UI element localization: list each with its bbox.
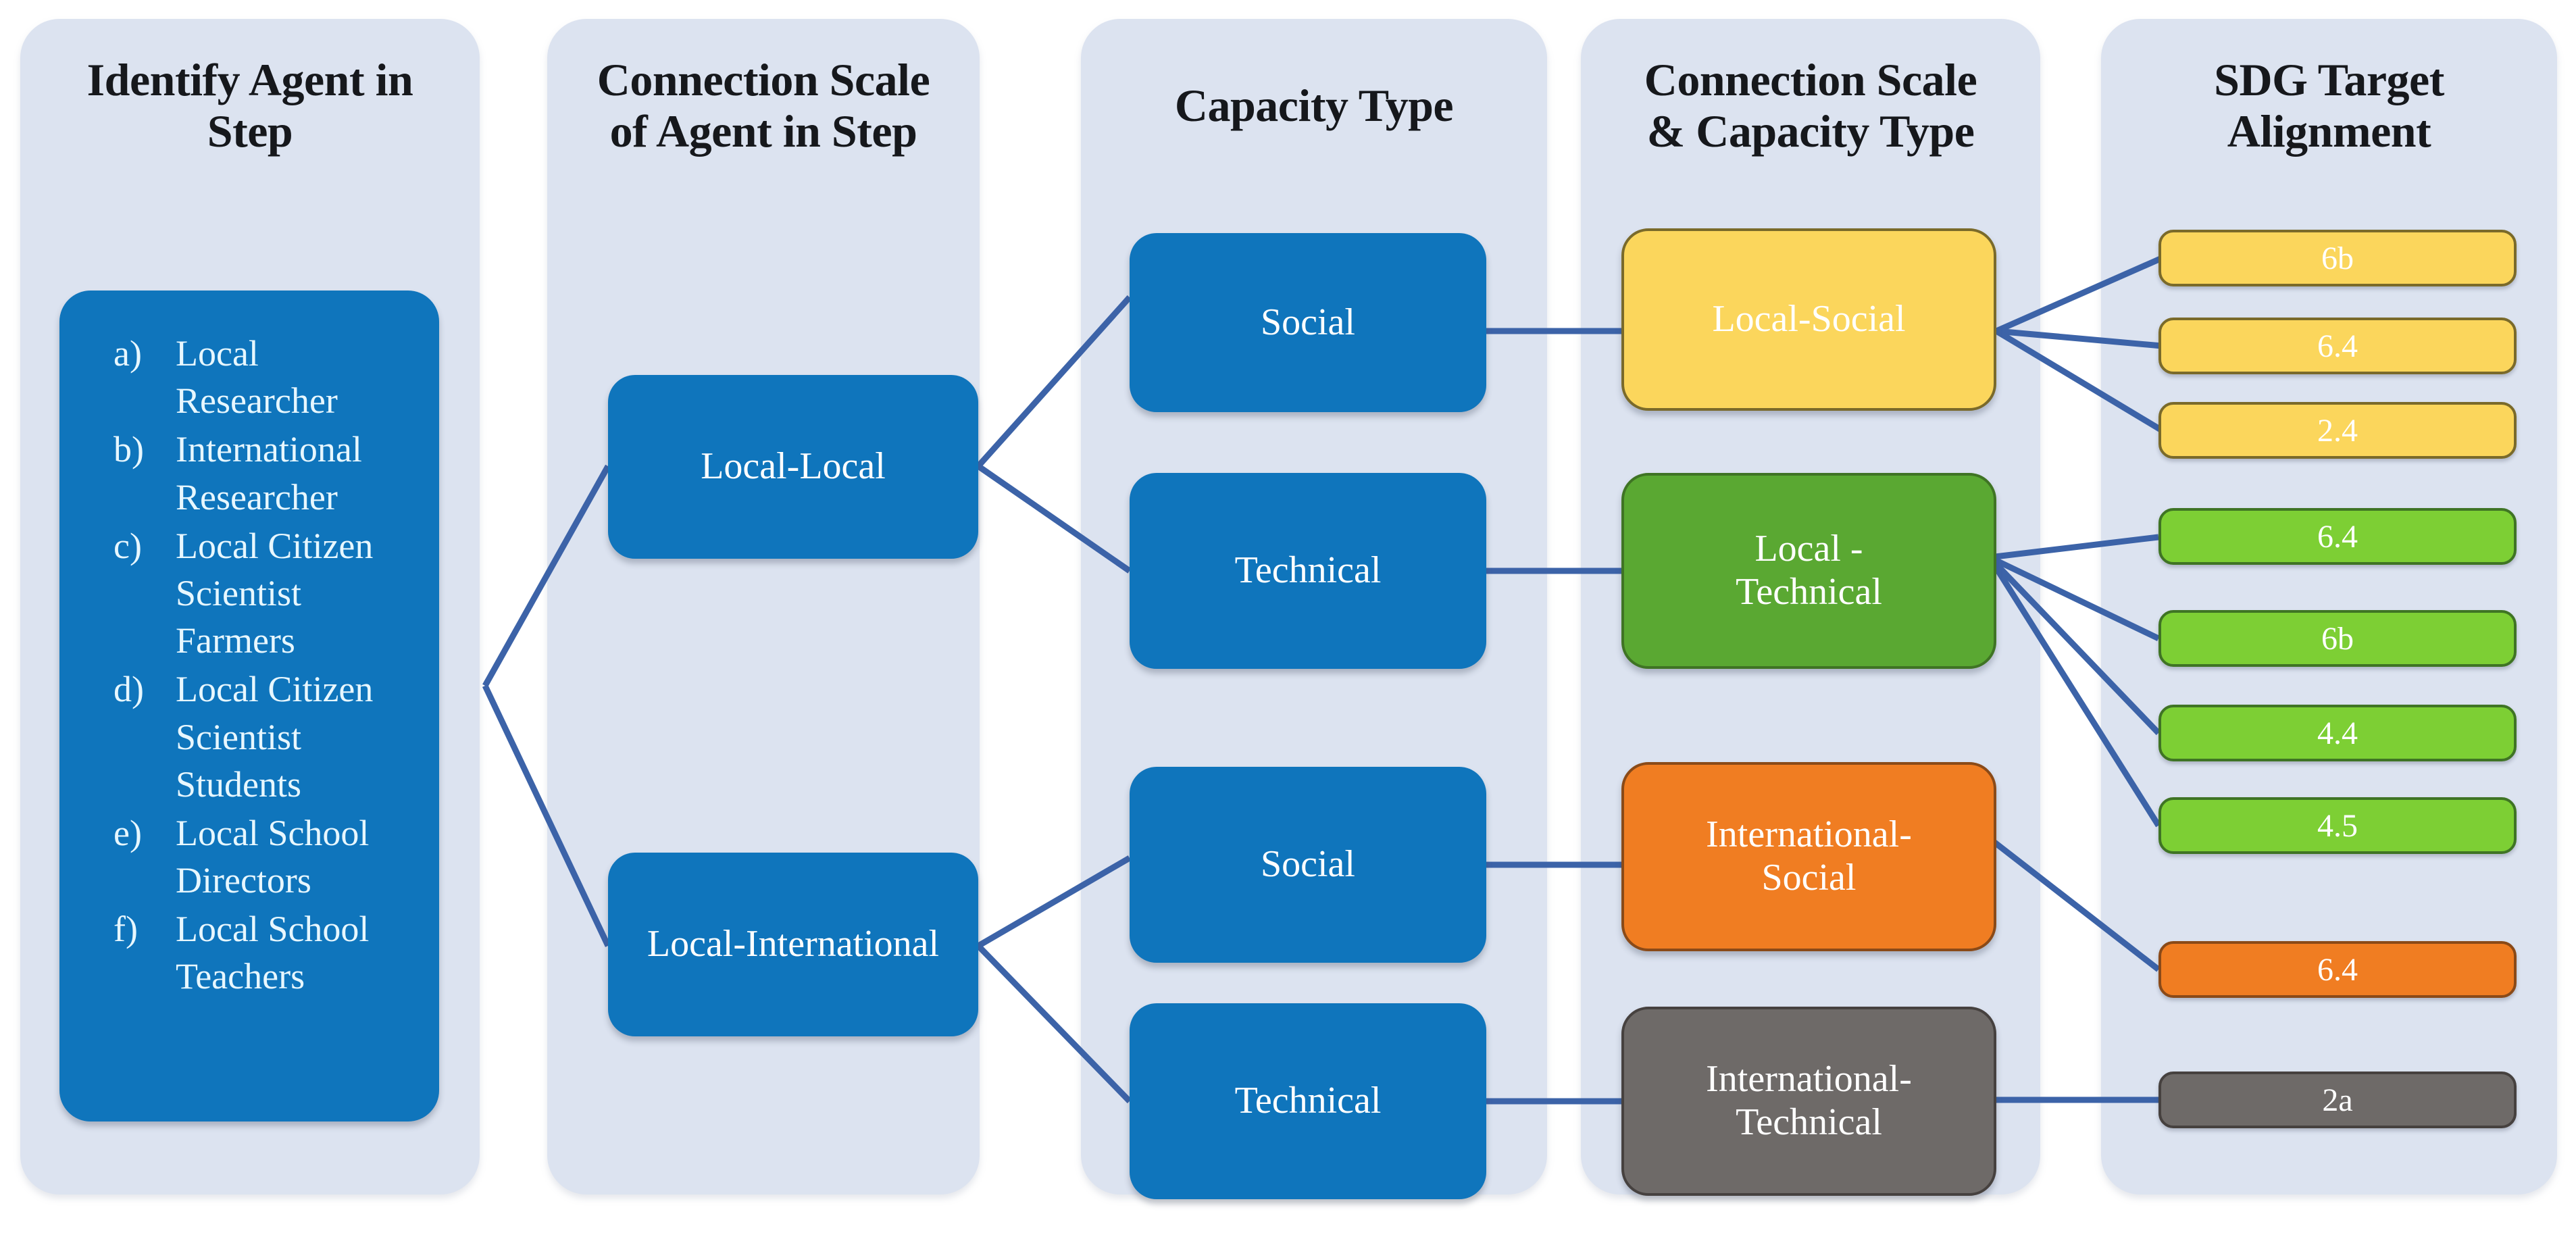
pill-sdg-target[interactable]: 6.4 — [2158, 941, 2517, 998]
panel-title-identify-agent: Identify Agent in Step — [86, 54, 413, 157]
list-item[interactable]: d) Local Citizen Scientist Students — [96, 665, 416, 808]
pill-sdg-target[interactable]: 6b — [2158, 610, 2517, 667]
node-international-technical[interactable]: International- Technical — [1621, 1007, 1996, 1196]
list-item[interactable]: c) Local Citizen Scientist Farmers — [96, 522, 416, 665]
list-item[interactable]: f) Local School Teachers — [96, 905, 416, 1000]
agent-marker: f) — [113, 909, 138, 950]
pill-sdg-target[interactable]: 6b — [2158, 230, 2517, 286]
pill-sdg-target[interactable]: 6.4 — [2158, 508, 2517, 565]
node-capacity-social-local[interactable]: Social — [1130, 233, 1486, 412]
agents-box: a) Local Researcher b) International Res… — [59, 291, 439, 1121]
agent-marker: b) — [113, 429, 144, 470]
agent-label: Local Researcher — [176, 333, 338, 422]
node-local-social[interactable]: Local-Social — [1621, 228, 1996, 411]
agent-label: Local School Teachers — [176, 909, 370, 997]
panel-title-connection-scale: Connection Scale of Agent in Step — [597, 54, 930, 157]
panel-title-capacity-type: Capacity Type — [1174, 80, 1454, 131]
node-capacity-technical-local[interactable]: Technical — [1130, 473, 1486, 669]
panel-title-scale-and-type: Connection Scale & Capacity Type — [1644, 54, 1977, 157]
node-capacity-social-international[interactable]: Social — [1130, 767, 1486, 963]
agent-label: Local Citizen Scientist Students — [176, 669, 374, 805]
node-local-international[interactable]: Local-International — [608, 853, 978, 1036]
agent-label: International Researcher — [176, 429, 362, 518]
agent-label: Local School Directors — [176, 812, 370, 901]
node-international-social[interactable]: International- Social — [1621, 762, 1996, 951]
pill-sdg-target[interactable]: 4.4 — [2158, 705, 2517, 761]
list-item[interactable]: e) Local School Directors — [96, 809, 416, 904]
agents-list: a) Local Researcher b) International Res… — [96, 330, 416, 1001]
list-item[interactable]: b) International Researcher — [96, 426, 416, 520]
node-capacity-technical-international[interactable]: Technical — [1130, 1003, 1486, 1199]
agent-marker: c) — [113, 525, 142, 566]
node-local-local[interactable]: Local-Local — [608, 375, 978, 559]
node-local-technical[interactable]: Local - Technical — [1621, 473, 1996, 669]
agent-label: Local Citizen Scientist Farmers — [176, 525, 374, 661]
agent-marker: d) — [113, 669, 144, 710]
pill-sdg-target[interactable]: 2a — [2158, 1072, 2517, 1128]
panel-sdg-alignment — [2101, 19, 2557, 1194]
agent-marker: e) — [113, 812, 142, 853]
list-item[interactable]: a) Local Researcher — [96, 330, 416, 424]
pill-sdg-target[interactable]: 6.4 — [2158, 318, 2517, 374]
panel-title-sdg-alignment: SDG Target Alignment — [2214, 54, 2444, 157]
pill-sdg-target[interactable]: 4.5 — [2158, 797, 2517, 854]
agent-marker: a) — [113, 333, 142, 374]
pill-sdg-target[interactable]: 2.4 — [2158, 402, 2517, 459]
